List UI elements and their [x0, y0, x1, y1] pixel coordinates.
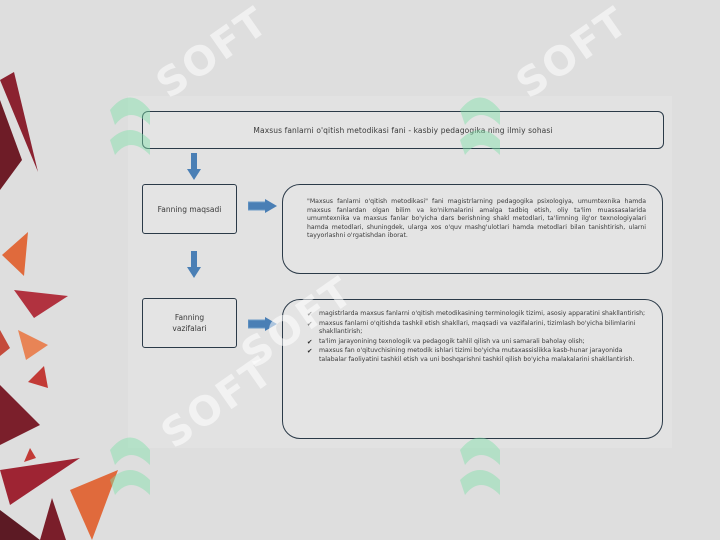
watermark-logo-icon [460, 437, 500, 495]
dark-triangle [40, 498, 66, 540]
watermark-logo-icon [110, 97, 150, 155]
watermark-logo-icon [460, 97, 500, 155]
task-list-item: ✔ta'lim jarayonining texnologik va pedag… [307, 337, 585, 346]
right-arrow-icon [248, 317, 277, 331]
red-triangle [24, 448, 36, 462]
task-list-item: ✔maxsus fan o'qituvchisining metodik ish… [307, 347, 635, 363]
dark-triangle [0, 385, 40, 445]
red-triangle [14, 290, 68, 318]
dark-triangle [0, 510, 40, 540]
orange-triangle [2, 232, 28, 276]
task-list-item: ✔magistrlarda maxsus fanlarni o'qitish m… [307, 310, 646, 318]
checkmark-icon: ✔ [307, 347, 313, 356]
checkmark-icon: ✔ [307, 319, 313, 328]
red-triangle [0, 72, 38, 172]
dark-triangle [0, 100, 22, 190]
node-label-aim: Fanning maqsadi [142, 184, 237, 234]
orange-triangle [18, 330, 48, 360]
node-description-aim: "Maxsus fanlarni o'qitish metodikasi" fa… [282, 184, 663, 274]
task-list-item: ✔maxsus fanlarni o'qitishda tashkil etis… [307, 319, 636, 336]
down-arrow-icon [187, 153, 201, 180]
node-label-tasks: Fanning vazifalari [142, 298, 237, 348]
red-triangle [0, 330, 10, 356]
right-arrow-icon [248, 199, 277, 213]
red-triangle [0, 458, 80, 505]
diagram-title: Maxsus fanlarni o'qitish metodikasi fani… [142, 111, 664, 149]
node-tasks-list: ✔magistrlarda maxsus fanlarni o'qitish m… [282, 299, 663, 439]
red-triangle [28, 366, 48, 388]
checkmark-icon: ✔ [307, 310, 313, 318]
down-arrow-icon [187, 251, 201, 278]
checkmark-icon: ✔ [307, 337, 313, 346]
orange-triangle [70, 470, 118, 540]
watermark-logo-icon [110, 437, 150, 495]
